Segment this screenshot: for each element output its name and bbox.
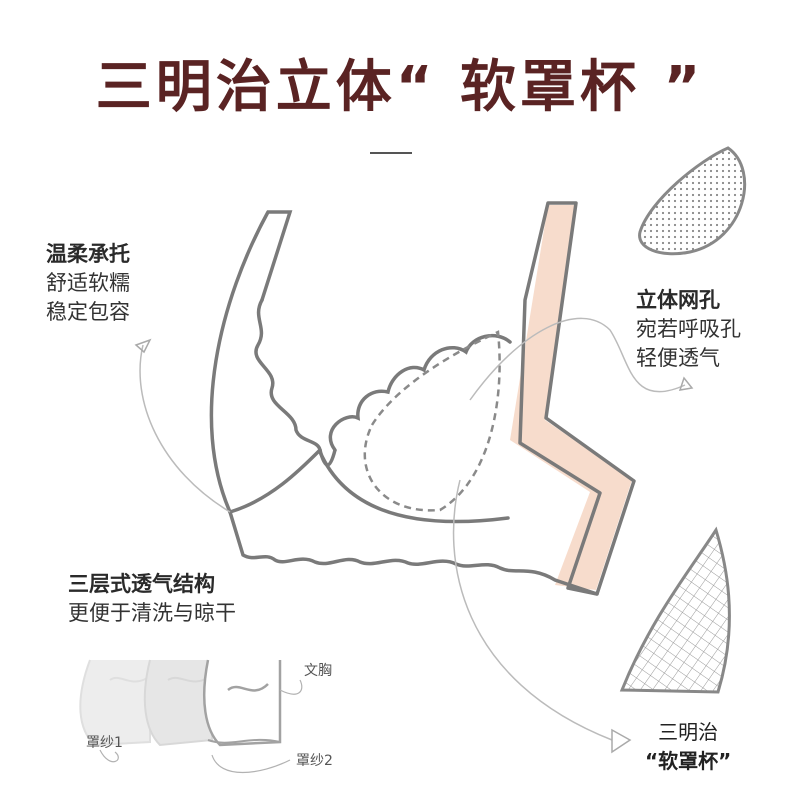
- left-feature-line1: 舒适软糯: [46, 271, 130, 295]
- pointer-left: [139, 344, 231, 513]
- band-outline: [228, 510, 599, 596]
- underwire: [318, 450, 510, 524]
- right-feature-label: 立体网孔 宛若呼吸孔 轻便透气: [636, 286, 741, 373]
- layer-label-bra: 文胸: [304, 663, 332, 679]
- layer-label-mesh1: 罩纱1: [86, 735, 123, 751]
- bottom-feature-heading: 三层式透气结构: [68, 572, 215, 596]
- pointer-left-arrow: [134, 338, 152, 354]
- sandwich-cup-icon: [619, 526, 731, 694]
- pointer-bottom-arrow: [611, 728, 632, 754]
- bottom-feature-line1: 更便于清洗与晾干: [68, 601, 236, 625]
- skin-band: [510, 205, 632, 590]
- right-feature-line1: 宛若呼吸孔: [636, 317, 741, 341]
- page-title: 三明治立体“ 软罩杯 ”: [95, 55, 705, 120]
- left-feature-line2: 稳定包容: [46, 300, 130, 324]
- cup-caption: 三明治 “软罩杯”: [645, 718, 731, 776]
- right-feature-line2: 轻便透气: [636, 346, 720, 370]
- mesh-pad-icon: [638, 146, 746, 256]
- cup-caption-line1: 三明治: [658, 720, 719, 744]
- layer-diagram: [79, 659, 303, 773]
- pointer-right-arrow: [678, 376, 694, 391]
- pad-dashed-outline: [363, 330, 501, 512]
- right-feature-heading: 立体网孔: [636, 288, 720, 312]
- layer-label-mesh2: 罩纱2: [296, 753, 333, 769]
- title-divider: [370, 152, 412, 154]
- left-cup-bottom: [228, 448, 322, 514]
- left-feature-heading: 温柔承托: [46, 242, 130, 266]
- right-cup-scallop: [328, 333, 512, 452]
- pointer-bottom: [452, 479, 613, 741]
- left-strap-outline: [209, 210, 293, 514]
- left-feature-label: 温柔承托 舒适软糯 稳定包容: [46, 240, 130, 327]
- left-cup-scallop: [254, 298, 322, 452]
- pointer-right: [469, 317, 686, 401]
- bottom-feature-label: 三层式透气结构 更便于清洗与晾干: [68, 570, 236, 628]
- cup-caption-line2: “软罩杯”: [645, 749, 732, 773]
